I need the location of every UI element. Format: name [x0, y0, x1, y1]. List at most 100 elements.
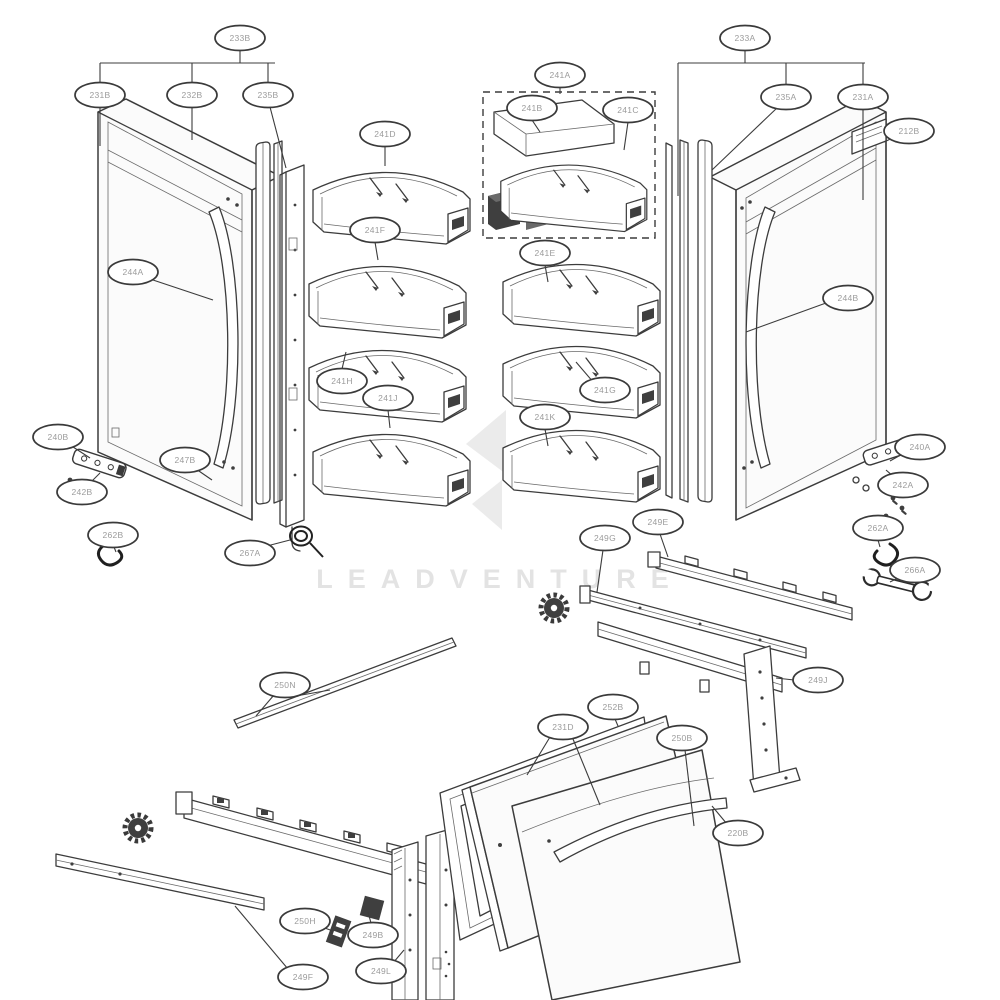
callout-leader-line [745, 302, 827, 333]
part-number-label: 249B [362, 930, 383, 940]
right-door-assembly [709, 98, 887, 521]
left-door-stopper-parts [67, 447, 129, 567]
callout-oval [537, 713, 589, 741]
callout-leader-line [711, 805, 728, 825]
right-door-handle [745, 206, 776, 469]
right-door-stopper-parts [852, 434, 919, 567]
rail-assembly-249E [647, 551, 853, 621]
callout-oval [719, 24, 771, 52]
callout-leader-line [775, 677, 795, 681]
part-number-label: 249J [808, 675, 828, 685]
drawer-front-panel [511, 749, 741, 1000]
part-number-label: 262A [867, 523, 888, 533]
watermark-text: LEADVENTURE [316, 564, 684, 594]
callout-oval [534, 61, 586, 89]
callout-leader-line [387, 409, 391, 429]
part-callout-241C: 241C [602, 96, 654, 151]
door-bin-241J [312, 433, 471, 507]
callout-leader-line [526, 736, 551, 776]
callout-oval [347, 921, 399, 949]
callout-oval [712, 819, 764, 847]
callout-oval [224, 539, 276, 567]
part-callout-242A: 242A [877, 469, 929, 499]
callout-oval [519, 403, 571, 431]
callout-oval [349, 216, 401, 244]
callout-oval [506, 94, 558, 122]
callout-oval [242, 81, 294, 109]
rail-support-assembly [597, 621, 783, 693]
callout-leader-line [269, 106, 287, 169]
part-number-label: 241E [534, 248, 555, 258]
callout-oval [277, 963, 329, 991]
drawer-latch [325, 915, 352, 948]
callout-oval [166, 81, 218, 109]
callout-leader-line [374, 241, 379, 261]
drawer-vertical-rail-right [425, 827, 455, 1000]
part-number-label: 249F [293, 972, 314, 982]
door-bin-241K [502, 429, 661, 503]
part-callout-250N: 250N [255, 671, 331, 717]
callout-oval [792, 666, 844, 694]
part-number-label: 249G [594, 533, 616, 543]
callout-oval [362, 384, 414, 412]
part-number-label: 242A [892, 480, 913, 490]
part-callout-266A: 266A [889, 556, 941, 584]
drawer-rail-mechanism [175, 791, 427, 921]
part-callout-240A: 240A [889, 433, 946, 462]
callout-leader-line [544, 264, 549, 283]
part-callout-242B: 242B [56, 472, 108, 506]
callout-oval [579, 376, 631, 404]
part-number-label: 231A [852, 92, 873, 102]
part-callout-262A: 262A [852, 514, 904, 548]
callout-oval [316, 367, 368, 395]
part-number-label: 220B [727, 828, 748, 838]
part-callout-267A: 267A [224, 539, 291, 567]
part-number-label: 244A [122, 267, 143, 277]
door-bin-241F [308, 265, 467, 339]
part-number-label: 231B [89, 90, 110, 100]
part-number-label: 267A [239, 548, 260, 558]
callout-oval [760, 83, 812, 111]
part-callout-212B: 212B [883, 117, 935, 145]
callout-leader-line [367, 911, 372, 924]
part-callout-249G: 249G [579, 524, 631, 593]
part-number-label: 235B [257, 90, 278, 100]
part-callout-244A: 244A [107, 258, 214, 301]
part-number-label: 231D [552, 722, 574, 732]
callout-leader-line [544, 428, 549, 447]
callout-oval [107, 258, 159, 286]
callout-oval [56, 478, 108, 506]
part-number-label: 232B [181, 90, 202, 100]
part-number-label: 250H [294, 916, 316, 926]
callout-oval [259, 671, 311, 699]
part-number-label: 241H [331, 376, 353, 386]
part-number-label: 249E [647, 517, 668, 527]
part-number-label: 250N [274, 680, 296, 690]
part-callout-241E: 241E [519, 239, 571, 283]
callout-oval [519, 239, 571, 267]
part-callout-244B: 244B [745, 284, 874, 333]
part-number-label: 233A [734, 33, 755, 43]
part-callout-241B: 241B [506, 94, 558, 133]
part-number-label: 241C [617, 105, 639, 115]
part-callout-249J: 249J [775, 666, 844, 694]
callout-oval [837, 83, 889, 111]
part-callout-233B: 233B [214, 24, 266, 63]
bracket-249J [743, 645, 801, 793]
callout-leader-line [149, 278, 214, 301]
part-number-label: 241D [374, 129, 396, 139]
callout-oval [32, 423, 84, 451]
part-callout-241G: 241G [575, 361, 631, 404]
callout-oval [74, 81, 126, 109]
callout-leader-line [234, 905, 289, 970]
part-number-label: 241A [549, 70, 570, 80]
part-number-label: 212B [898, 126, 919, 136]
part-callout-249E: 249E [632, 508, 684, 558]
watermark: LEADVENTURE [316, 410, 684, 594]
part-number-label: 240B [47, 432, 68, 442]
callout-leader-line [596, 549, 604, 593]
callout-oval [87, 521, 139, 549]
part-callout-250H: 250H [279, 907, 334, 935]
